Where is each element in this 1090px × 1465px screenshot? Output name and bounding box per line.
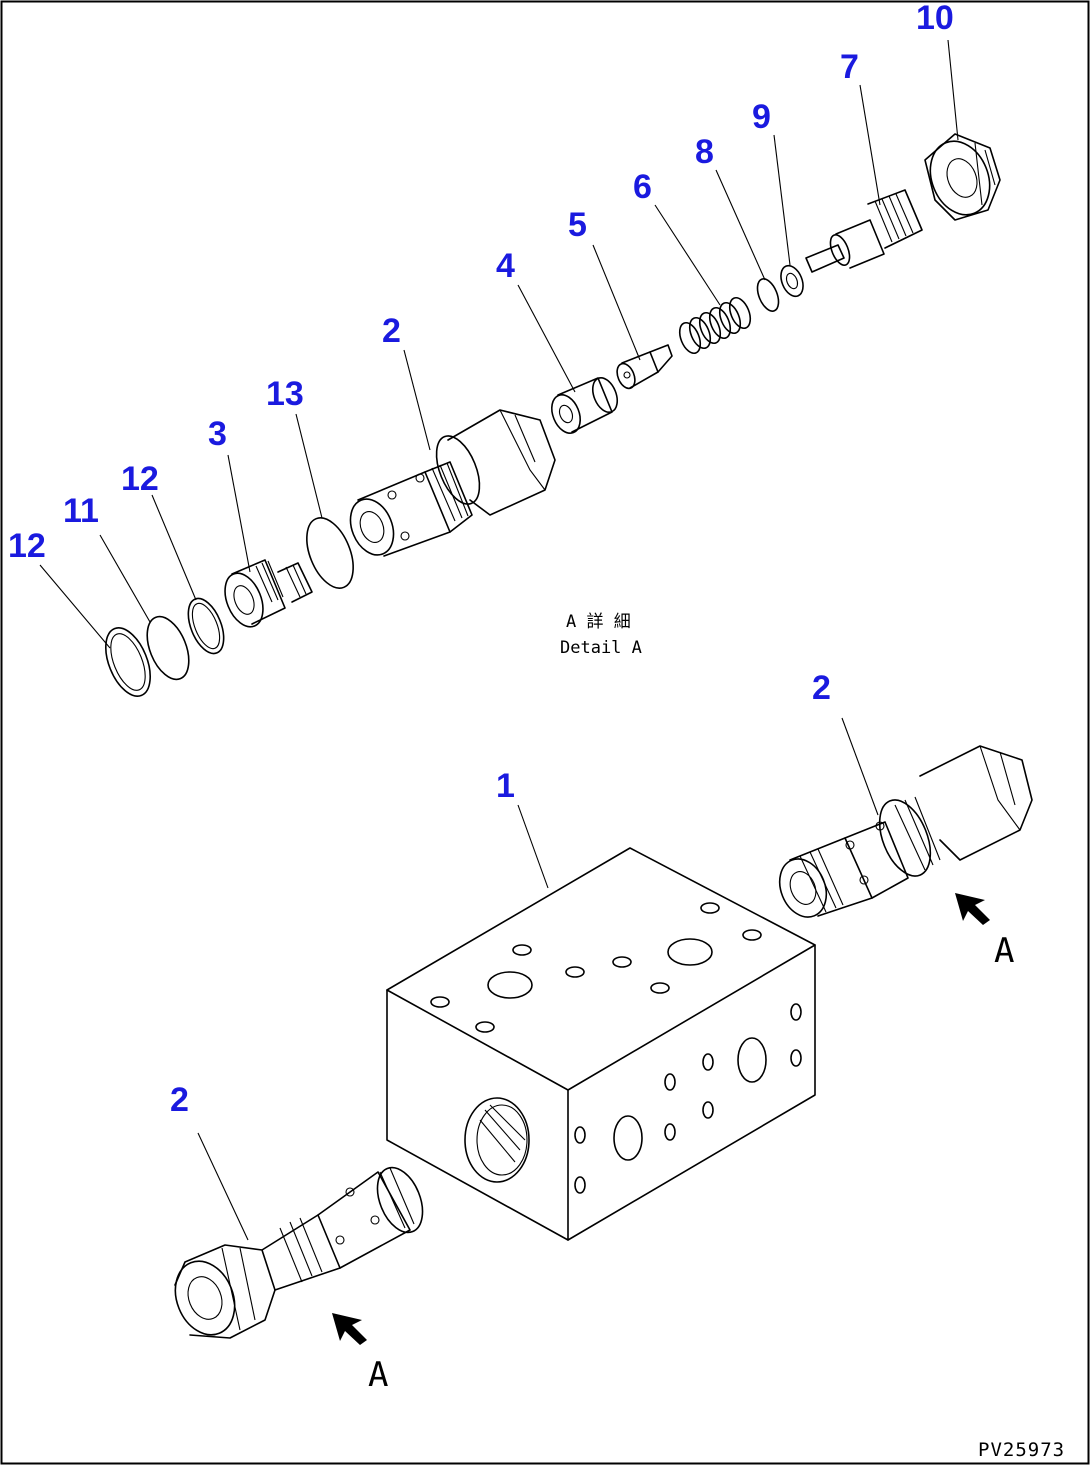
callout-2-right: 2 xyxy=(812,669,831,707)
detail-note-en: Detail A xyxy=(560,638,642,658)
callout-12-outer: 12 xyxy=(8,527,46,565)
callout-7: 7 xyxy=(840,48,859,86)
callout-9: 9 xyxy=(752,98,771,136)
part-6-spring xyxy=(678,296,752,355)
detail-leader-lines xyxy=(39,39,959,649)
part-5-poppet xyxy=(616,344,673,390)
view-arrow-right xyxy=(955,893,990,925)
part-11-ring xyxy=(146,615,190,681)
part-8-ring xyxy=(756,278,780,312)
part-3-plug xyxy=(224,559,313,628)
callout-12-inner: 12 xyxy=(121,460,159,498)
callout-2-left: 2 xyxy=(170,1081,189,1119)
part-13-o-ring xyxy=(306,517,354,589)
callout-10: 10 xyxy=(916,0,954,37)
part-2-cartridge-right xyxy=(778,717,1033,918)
part-12-inner-ring xyxy=(187,597,225,655)
detail-note-jp: A 詳 細 xyxy=(566,612,631,632)
callout-3: 3 xyxy=(208,415,227,453)
part-10-lock-nut xyxy=(924,133,1001,221)
callout-5: 5 xyxy=(568,206,587,244)
view-arrow-left xyxy=(332,1313,367,1345)
view-letter-right: A xyxy=(994,931,1014,971)
part-7-adjusting-screw xyxy=(805,189,923,273)
part-12-outer-ring xyxy=(105,627,151,697)
callout-1: 1 xyxy=(496,767,515,805)
drawing-number: PV25973 xyxy=(978,1439,1065,1461)
part-4-sleeve xyxy=(551,377,619,434)
callout-4: 4 xyxy=(496,247,515,285)
part-2-cartridge-detail xyxy=(349,409,556,557)
callout-8: 8 xyxy=(695,133,714,171)
callout-11: 11 xyxy=(63,492,99,530)
part-9-washer xyxy=(780,264,804,298)
callout-13: 13 xyxy=(266,375,304,413)
callout-6: 6 xyxy=(633,168,652,206)
part-1-valve-block xyxy=(386,804,816,1241)
part-2-cartridge-left xyxy=(174,1132,424,1339)
callout-2-detail: 2 xyxy=(382,312,401,350)
view-letter-left: A xyxy=(368,1355,388,1395)
detail-a-exploded-view xyxy=(39,39,1001,697)
